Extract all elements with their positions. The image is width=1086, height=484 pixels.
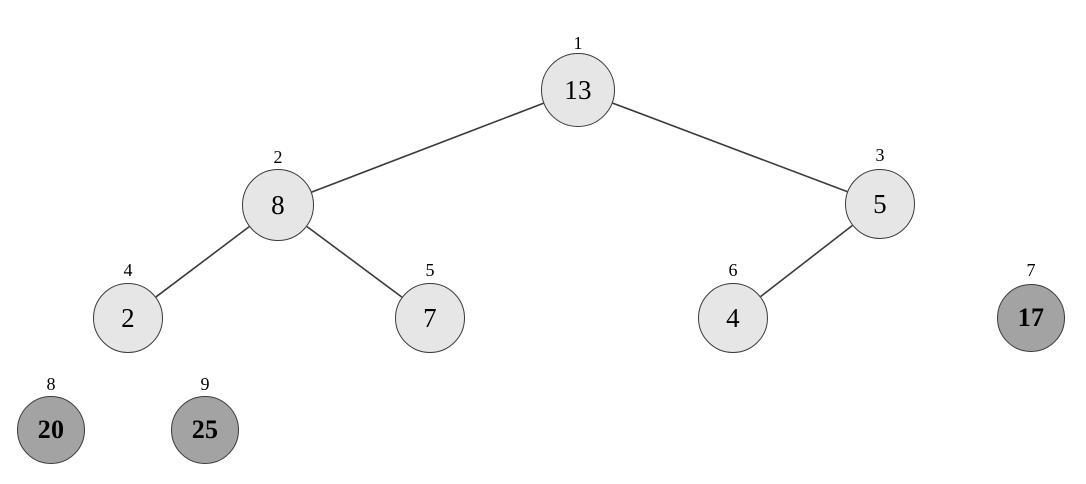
node-index-label: 2 — [273, 147, 283, 167]
node-index-label: 6 — [728, 260, 738, 280]
node-index-label: 3 — [875, 145, 885, 165]
tree-node[interactable]: 4 — [698, 283, 768, 353]
node-index-label: 4 — [123, 260, 133, 280]
tree-node[interactable]: 25 — [171, 396, 239, 464]
tree-edge — [306, 225, 403, 298]
node-index-label: 7 — [1026, 260, 1036, 280]
tree-node[interactable]: 7 — [395, 283, 465, 353]
node-value: 2 — [121, 302, 135, 333]
tree-edge — [155, 226, 250, 298]
node-value: 17 — [1017, 303, 1045, 332]
tree-edge — [760, 224, 853, 298]
node-index-label: 1 — [573, 33, 583, 53]
node-value: 4 — [726, 302, 740, 333]
node-index-label: 5 — [425, 260, 435, 280]
tree-node[interactable]: 20 — [17, 396, 85, 464]
node-value: 8 — [271, 189, 285, 220]
node-value: 20 — [37, 415, 65, 444]
tree-node[interactable]: 5 — [845, 169, 915, 239]
tree-node[interactable]: 2 — [93, 283, 163, 353]
node-index-label: 8 — [46, 374, 56, 394]
node-index-label: 9 — [200, 374, 210, 394]
node-value: 7 — [423, 302, 437, 333]
tree-node[interactable]: 8 — [242, 169, 314, 241]
tree-node[interactable]: 13 — [541, 53, 615, 127]
tree-edge — [612, 102, 848, 193]
node-value: 13 — [564, 74, 592, 105]
node-value: 5 — [873, 188, 887, 219]
node-value: 25 — [191, 415, 219, 444]
tree-edge — [311, 102, 544, 193]
tree-node[interactable]: 17 — [997, 284, 1065, 352]
